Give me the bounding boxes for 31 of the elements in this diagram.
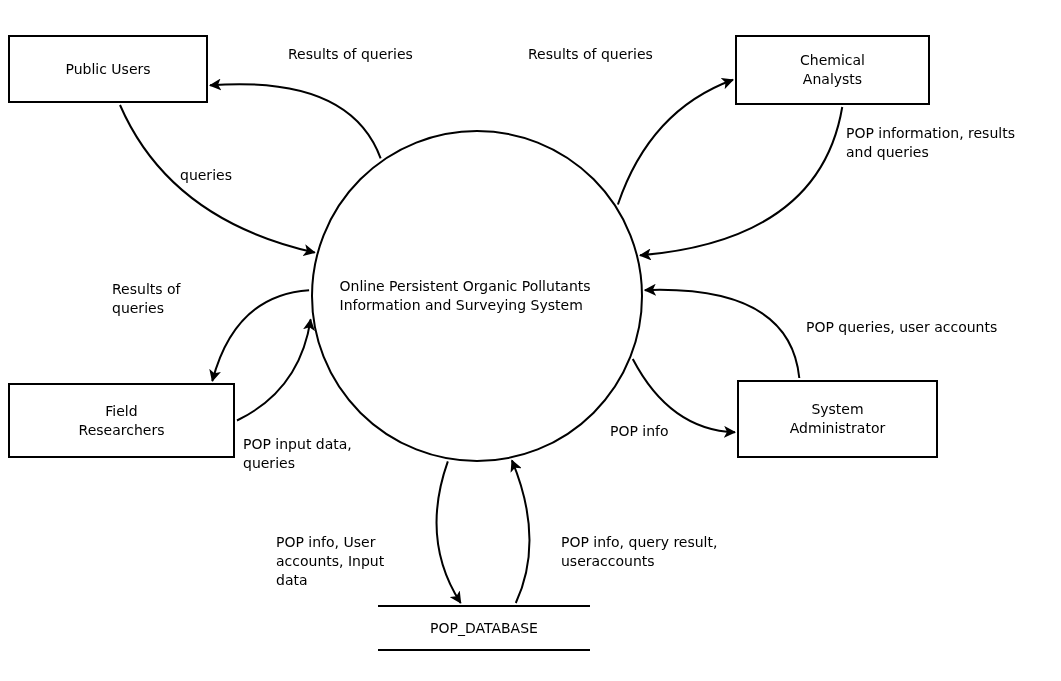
edge-label: POP info, User accounts, Input data xyxy=(276,533,386,590)
flow-arrow xyxy=(616,78,734,206)
edge-label: queries xyxy=(180,166,233,185)
edge-label: POP input data, queries xyxy=(243,435,353,473)
flow-arrow xyxy=(643,284,801,379)
entity-box xyxy=(735,35,930,105)
node-label: System Administrator xyxy=(788,400,887,438)
flow-arrow xyxy=(209,78,382,160)
edge-label: Results of queries xyxy=(288,45,414,64)
node-label: Field Researchers xyxy=(77,401,166,440)
entity-box xyxy=(8,383,235,458)
flow-arrow xyxy=(119,104,316,256)
node-label: Public Users xyxy=(64,59,152,79)
edge-label: POP information, results and queries xyxy=(846,124,1016,162)
node-label: Online Persistent Organic Pollutants Information and Surveying System xyxy=(339,277,592,315)
node-label: POP_DATABASE xyxy=(430,618,538,638)
edge-label: Results of queries xyxy=(112,280,182,318)
entity-box xyxy=(737,380,938,458)
edge-label: POP info, query result, useraccounts xyxy=(561,533,719,571)
flow-arrow xyxy=(639,106,844,261)
flow-arrow xyxy=(510,459,531,604)
node-label: Chemical Analysts xyxy=(799,51,866,89)
edge-label: Results of queries xyxy=(528,45,654,64)
data-store xyxy=(378,605,590,651)
flow-arrow xyxy=(236,318,315,422)
flow-arrow xyxy=(435,460,462,604)
flow-arrow xyxy=(631,357,736,438)
edge-label: POP info xyxy=(610,422,670,441)
flow-arrow xyxy=(209,289,311,382)
entity-box xyxy=(8,35,208,103)
edge-label: POP queries, user accounts xyxy=(806,318,999,337)
